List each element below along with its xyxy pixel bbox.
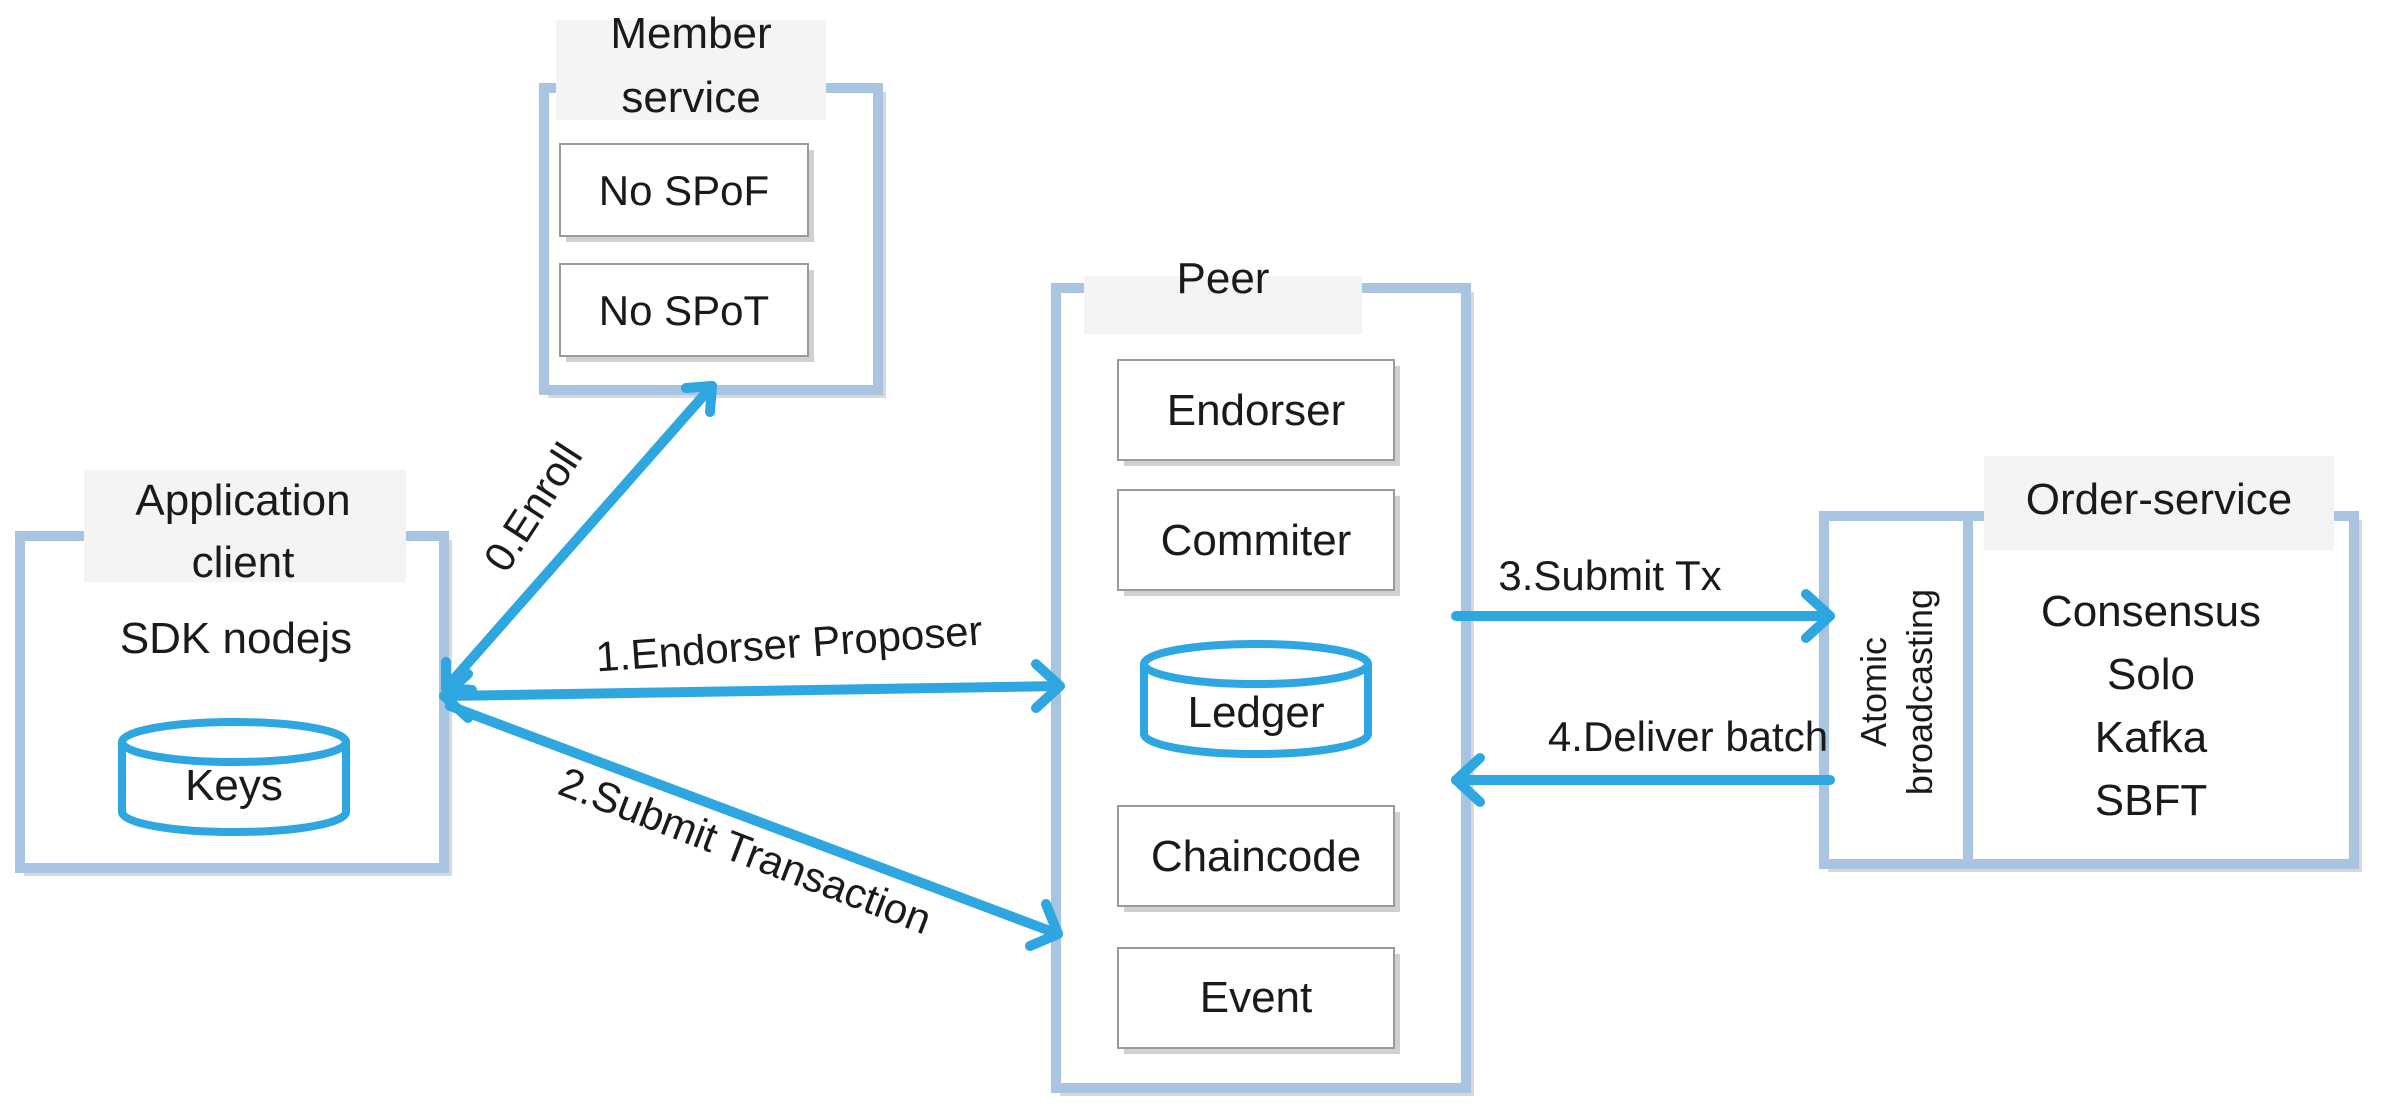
enroll-label: 0.Enroll xyxy=(474,435,591,580)
ledger-database-icon xyxy=(1140,640,1372,758)
endorser-box xyxy=(1117,359,1395,461)
no-spof-label: No SPoF xyxy=(599,167,769,214)
commiter-label: Commiter xyxy=(1161,516,1352,565)
keys-label: Keys xyxy=(185,761,283,810)
keys-database-icon xyxy=(118,718,350,836)
submit-tx-edge: 3.Submit Tx xyxy=(1451,552,1835,643)
submit-transaction-edge: 2.Submit Transaction xyxy=(445,701,1063,951)
application-client-node: Application client SDK nodejs Keys xyxy=(15,470,452,876)
sdk-nodejs-label: SDK nodejs xyxy=(120,614,352,663)
submit-tx-label: 3.Submit Tx xyxy=(1498,552,1721,599)
no-spot-label: No SPoT xyxy=(599,287,769,334)
consensus-label: Consensus xyxy=(2041,587,2261,636)
application-client-title-line2: client xyxy=(192,538,295,587)
order-service-node: Order-service Atomic broadcasting Consen… xyxy=(1819,456,2362,872)
chaincode-box xyxy=(1117,805,1395,907)
application-client-title-tab xyxy=(84,470,406,582)
event-label: Event xyxy=(1200,973,1313,1022)
ledger-label: Ledger xyxy=(1187,688,1324,737)
deliver-batch-edge: 4.Deliver batch xyxy=(1451,713,1835,807)
member-service-title-line1: Member xyxy=(610,9,771,58)
deliver-batch-label: 4.Deliver batch xyxy=(1548,713,1828,760)
kafka-label: Kafka xyxy=(2095,713,2208,762)
order-service-title-tab xyxy=(1984,456,2334,550)
submit-transaction-arrowhead xyxy=(1025,899,1063,951)
endorser-proposer-edge: 1.Endorser Proposer xyxy=(439,607,1065,723)
member-service-title-tab xyxy=(556,20,826,120)
peer-node: Peer Endorser Commiter Ledger Chaincode … xyxy=(1051,254,1474,1096)
broadcasting-label: broadcasting xyxy=(1899,589,1940,795)
peer-title: Peer xyxy=(1177,254,1270,303)
atomic-label: Atomic xyxy=(1853,637,1894,747)
no-spof-box xyxy=(559,143,809,237)
member-service-title-line2: service xyxy=(621,73,760,122)
endorser-proposer-arrowhead-right xyxy=(1031,659,1065,713)
endorser-proposer-label: 1.Endorser Proposer xyxy=(594,607,984,681)
order-service-title: Order-service xyxy=(2026,475,2293,524)
application-client-title-line1: Application xyxy=(135,476,350,525)
event-box xyxy=(1117,947,1395,1049)
submit-transaction-label: 2.Submit Transaction xyxy=(553,758,938,943)
sbft-label: SBFT xyxy=(2095,776,2207,825)
chaincode-label: Chaincode xyxy=(1151,832,1361,881)
endorser-label: Endorser xyxy=(1167,386,1346,435)
submit-tx-arrowhead xyxy=(1801,589,1835,643)
member-service-node: Member service No SPoF No SPoT xyxy=(539,9,886,398)
commiter-box xyxy=(1117,489,1395,591)
solo-label: Solo xyxy=(2107,650,2195,699)
peer-title-tab xyxy=(1084,276,1362,334)
no-spot-box xyxy=(559,263,809,357)
deliver-batch-arrowhead xyxy=(1451,753,1485,807)
enroll-arrowhead-up xyxy=(681,381,717,417)
